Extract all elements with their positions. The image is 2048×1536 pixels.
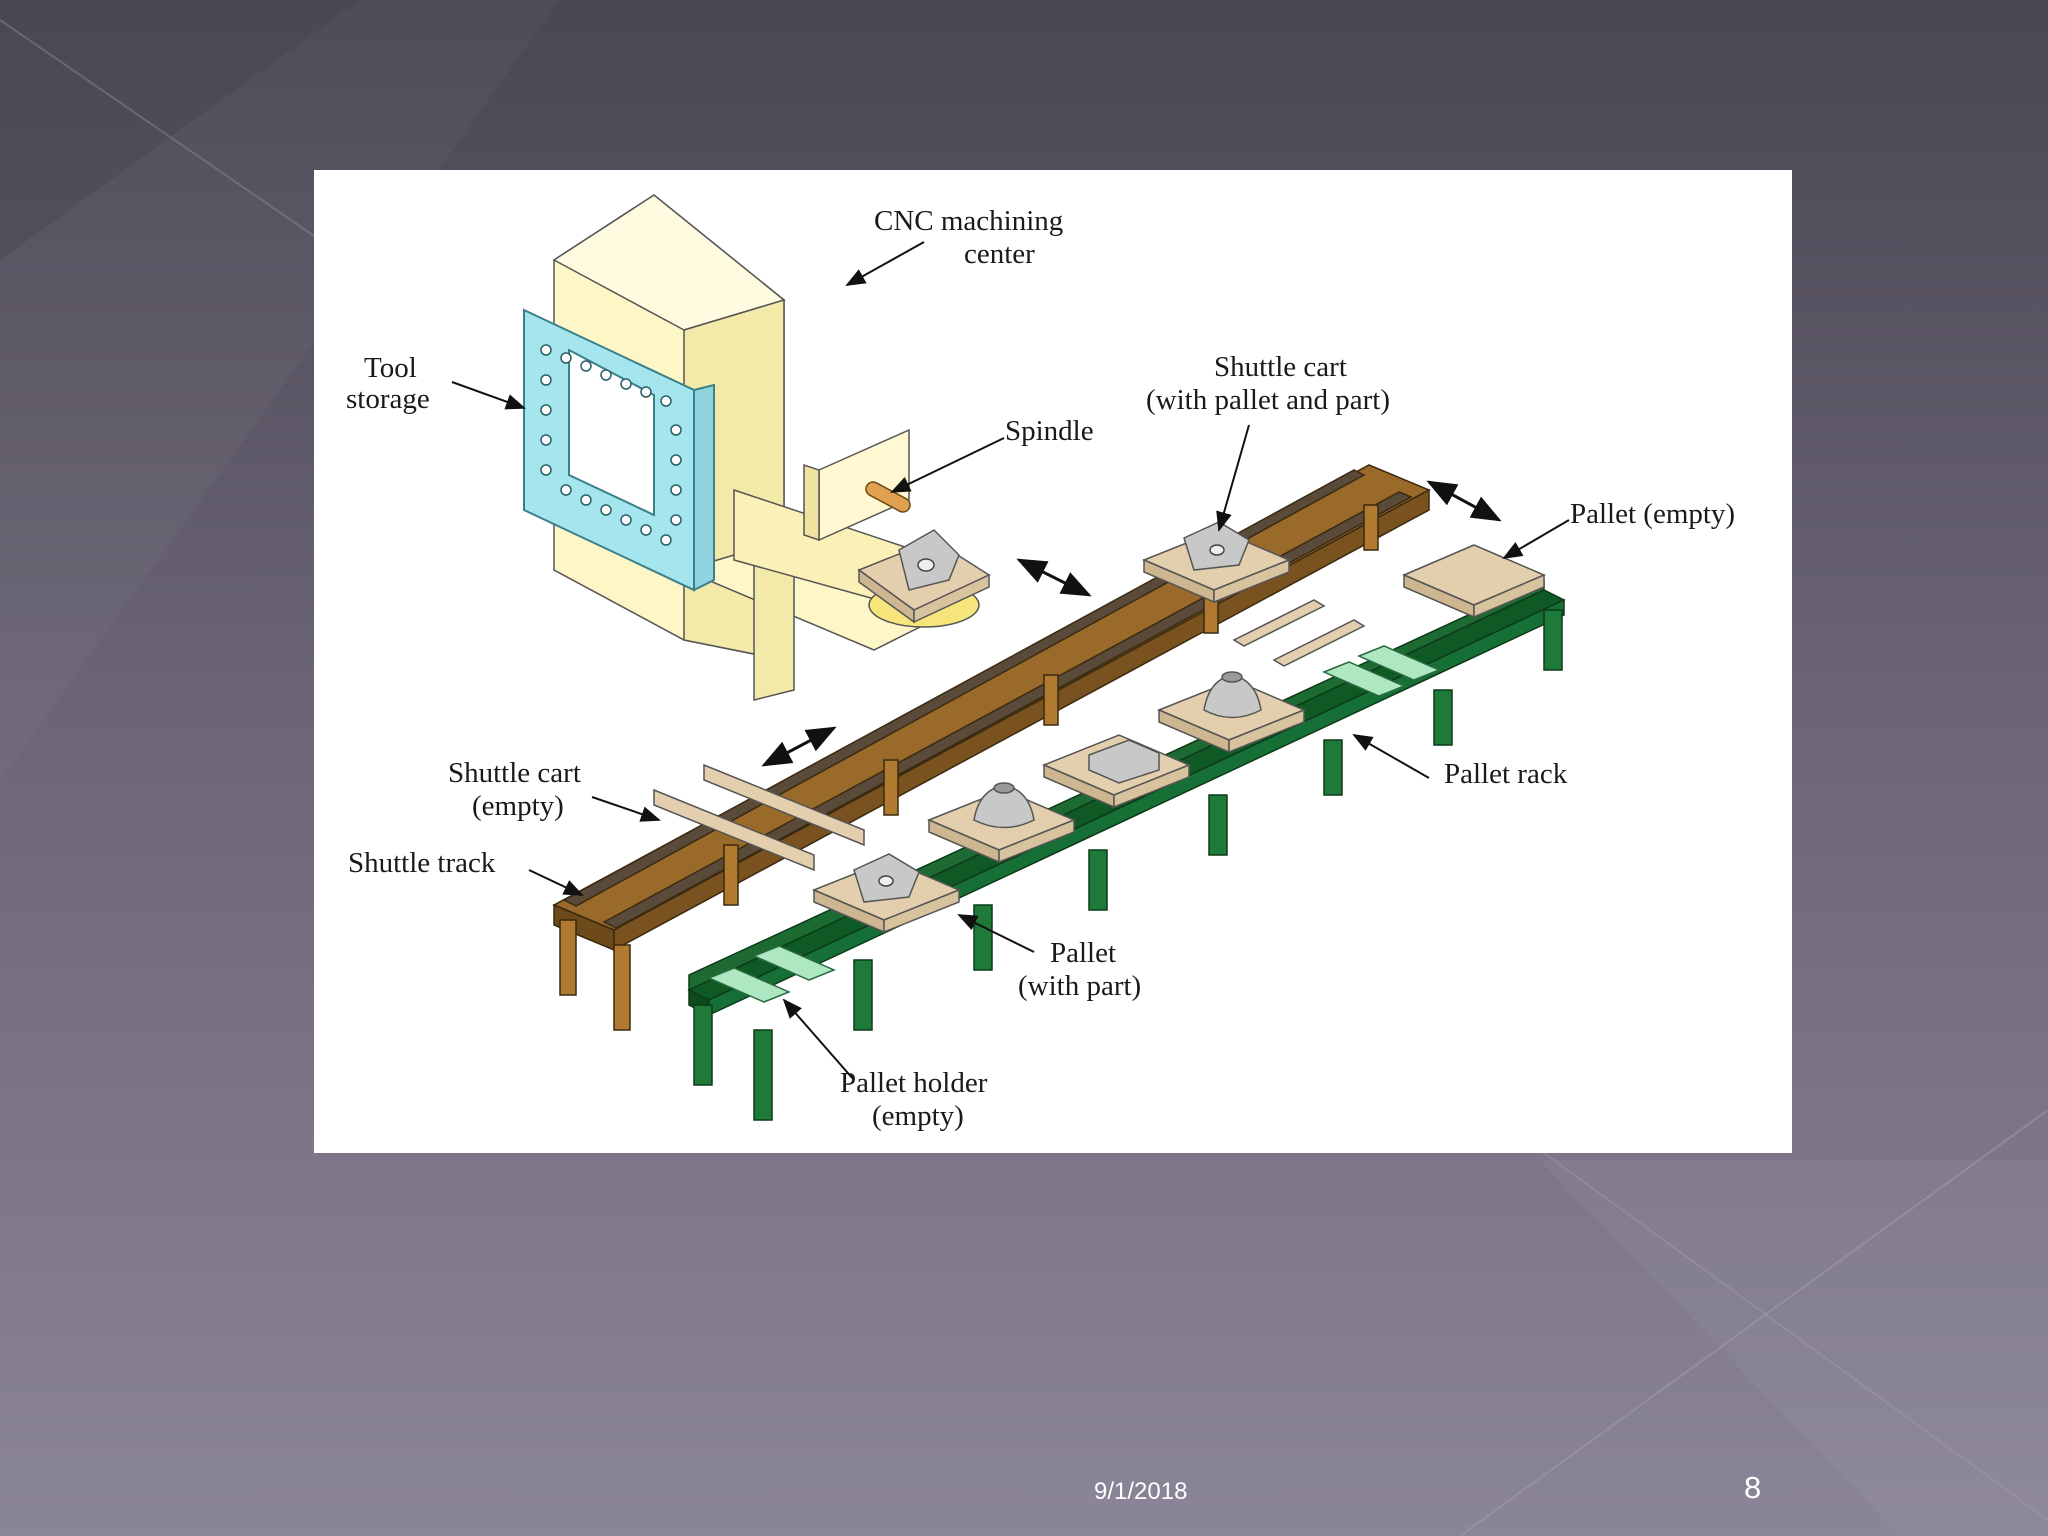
- rack-pallet-2: [1042, 734, 1191, 809]
- label-shuttle-full-line1: Shuttle cart: [1214, 351, 1347, 383]
- label-shuttle-empty-line2: (empty): [472, 790, 564, 822]
- label-shuttle-full-line2: (with pallet and part): [1146, 384, 1390, 416]
- label-pallet-rack: Pallet rack: [1444, 758, 1568, 790]
- tool-storage: [523, 308, 715, 592]
- label-pallet-part-line1: Pallet: [1050, 937, 1116, 969]
- diagram-labels: CNC machining center Tool storage Spindl…: [346, 205, 1735, 1132]
- tool-pockets: [540, 344, 682, 546]
- rack-pallet-empty: [1402, 544, 1546, 619]
- slide-page-number: 8: [1744, 1470, 1762, 1505]
- label-shuttle-empty-line1: Shuttle cart: [448, 757, 581, 789]
- slide-date: 9/1/2018: [1094, 1478, 1188, 1505]
- label-holder-line1: Pallet holder: [840, 1067, 988, 1099]
- pallet-with-part: [812, 853, 961, 934]
- shuttle-cart-full: [1142, 521, 1366, 667]
- pallet-holders: [707, 645, 1441, 1003]
- label-pallet-empty: Pallet (empty): [1570, 498, 1735, 530]
- label-tool-line1: Tool: [364, 352, 417, 384]
- diagram-figure: CNC machining center Tool storage Spindl…: [314, 170, 1792, 1153]
- motion-arrows: [761, 480, 1502, 767]
- shuttle-cart-empty: [653, 763, 865, 872]
- machine-pallet: [857, 529, 991, 628]
- label-spindle: Spindle: [1005, 415, 1094, 447]
- label-tool-line2: storage: [346, 383, 430, 415]
- label-holder-line2: (empty): [872, 1100, 964, 1132]
- label-cnc-line2: center: [964, 238, 1035, 270]
- rack-pallet-3: [1157, 671, 1306, 754]
- rack-pallet-1: [927, 782, 1076, 864]
- pallet-system-diagram: CNC machining center Tool storage Spindl…: [346, 194, 1735, 1132]
- label-pallet-part-line2: (with part): [1018, 970, 1141, 1002]
- label-cnc-line1: CNC machining: [874, 205, 1063, 237]
- label-shuttle-track: Shuttle track: [348, 847, 496, 879]
- leader-lines: [451, 241, 1570, 1081]
